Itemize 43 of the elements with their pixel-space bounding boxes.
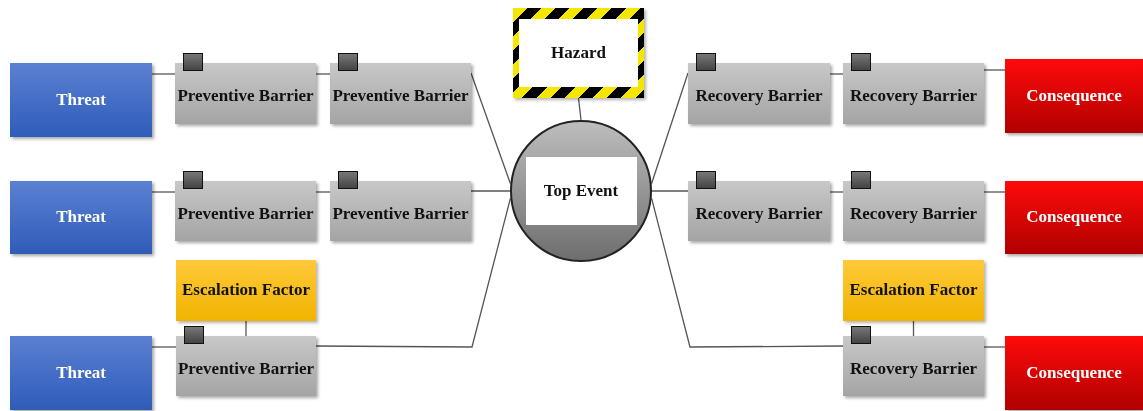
barrier-label: Recovery Barrier — [695, 202, 823, 225]
connector-line — [470, 190, 511, 192]
barrier-label: Recovery Barrier — [850, 202, 977, 225]
threat-box — [10, 181, 152, 254]
threat-box — [10, 336, 152, 410]
hazard-sign — [513, 8, 644, 98]
barrier-label: Preventive Barrier — [332, 202, 469, 225]
connector-line — [983, 346, 1006, 348]
escalation-factor-label: Escalation Factor — [849, 279, 978, 302]
barrier-label: Preventive Barrier — [177, 357, 315, 380]
barrier-label: Preventive Barrier — [332, 85, 469, 108]
connector-line — [245, 320, 247, 337]
connector-line — [651, 190, 689, 192]
connector-line — [577, 97, 582, 121]
connector-line — [983, 191, 1006, 193]
consequence-box — [1005, 181, 1143, 254]
consequence-label: Consequence — [1026, 84, 1122, 107]
connector-line — [983, 69, 1006, 71]
connector-line — [151, 346, 177, 348]
barrier-label: Preventive Barrier — [177, 85, 314, 108]
connector-line — [151, 191, 176, 193]
connector-line — [829, 73, 844, 75]
connector-line — [829, 191, 844, 193]
consequence-box — [1005, 59, 1143, 133]
threat-box — [10, 63, 152, 137]
barrier-label: Recovery Barrier — [850, 85, 977, 108]
connector-line — [151, 73, 176, 75]
consequence-label: Consequence — [1026, 361, 1122, 384]
escalation-factor-box — [176, 260, 316, 321]
escalation-factor-label: Escalation Factor — [182, 279, 310, 302]
consequence-label: Consequence — [1026, 206, 1122, 229]
barrier-label: Preventive Barrier — [177, 202, 314, 225]
escalation-factor-box — [843, 260, 984, 321]
hazard-label: Hazard — [519, 19, 638, 87]
threat-label: Threat — [56, 206, 106, 229]
threat-label: Threat — [56, 88, 106, 111]
barrier-label: Recovery Barrier — [850, 357, 977, 380]
connector-line — [315, 73, 331, 75]
top-event-label: Top Event — [525, 157, 637, 225]
threat-label: Threat — [56, 361, 106, 384]
connector-line — [315, 191, 331, 193]
barrier-label: Recovery Barrier — [695, 85, 823, 108]
consequence-box — [1005, 336, 1143, 410]
